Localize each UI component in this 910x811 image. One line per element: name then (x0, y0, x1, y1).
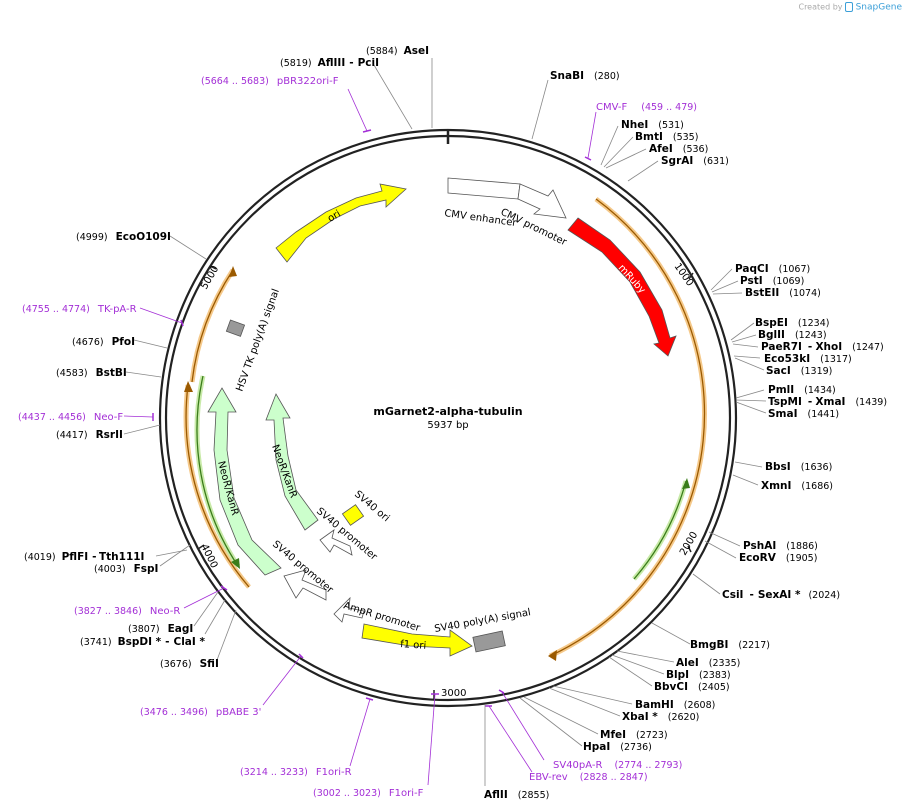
enzyme-csii-sexai: CsiI-SexAI *(2024) (722, 589, 840, 601)
watermark-created-by: Created by (798, 2, 843, 12)
plasmid-length: 5937 bp (427, 420, 468, 431)
primer-f1ori-f: (3002 .. 3023)F1ori-F (313, 788, 424, 799)
enzyme-bglii: BglII(1243) (758, 329, 827, 341)
enzyme-fspi: (4003)FspI (94, 563, 158, 575)
snapgene-logo-icon (845, 2, 854, 12)
enzyme-pfoi: (4676)PfoI (72, 336, 135, 348)
enzyme-sfii: (3676)SfiI (160, 658, 219, 670)
feature-f1-ori (361, 623, 473, 657)
watermark-brand: SnapGene (855, 2, 902, 13)
feature-neor-outer (207, 387, 282, 576)
primer-cmv-f: CMV-F(459 .. 479) (596, 102, 697, 113)
enzyme-tspmi-xmai: TspMI-XmaI(1439) (768, 396, 887, 408)
enzyme-pshai: PshAI(1886) (743, 540, 818, 552)
watermark: Created by SnapGene (798, 2, 902, 13)
feature-sv40-promoter-inner (319, 529, 353, 556)
enzyme-blpi: BlpI(2383) (666, 669, 731, 681)
enzyme-snabi: SnaBI(280) (550, 70, 620, 82)
enzyme-sgrai: SgrAI(631) (661, 155, 729, 167)
enzyme-alei: AleI(2335) (676, 657, 740, 669)
primer-pbr322ori-f: (5664 .. 5683)pBR322ori-F (201, 76, 339, 87)
feature-label-f1-ori: f1 ori (400, 639, 427, 652)
primer-pbabe3: (3476 .. 3496)pBABE 3' (140, 707, 261, 718)
feature-label-hsv-tk: HSV TK poly(A) signal (234, 287, 281, 393)
feature-ori (275, 183, 407, 263)
enzyme-bamhi: BamHI(2608) (635, 699, 715, 711)
enzyme-ecoo109i: (4999)EcoO109I (76, 231, 171, 243)
primer-sv40pa-r: SV40pA-R(2774 .. 2793) (553, 760, 682, 771)
enzyme-bsteii: BstEII(1074) (745, 287, 821, 299)
enzyme-aflii: AflII(2855) (484, 789, 549, 801)
primer-labels: (5664 .. 5683)pBR322ori-F CMV-F(459 .. 4… (18, 76, 697, 799)
enzyme-rsrii: (4417)RsrII (56, 429, 123, 441)
enzyme-bmti: BmtI(535) (635, 131, 698, 143)
feature-neor-inner (265, 393, 319, 531)
feature-sv40-ori-box (341, 504, 365, 526)
feature-sv40-polya-box (472, 630, 506, 653)
enzyme-labels: (5884)AseI (5819)AflIII-PciI SnaBI(280) … (24, 45, 887, 801)
feature-label-sv40-polya: SV40 poly(A) signal (434, 607, 532, 635)
primer-neo-r: (3827 .. 3846)Neo-R (74, 606, 180, 617)
orf-arrow-right (548, 650, 557, 661)
enzyme-bspdi-clai: (3741)BspDI *-ClaI * (80, 636, 205, 648)
plasmid-name: mGarnet2-alpha-tubulin (373, 405, 522, 418)
enzyme-mfei: MfeI(2723) (600, 729, 668, 741)
enzyme-saci: SacI(1319) (766, 365, 832, 377)
position-ticks: 1000 2000 3000 4000 5000 (197, 261, 700, 700)
primer-tk-pa-r: (4755 .. 4774)TK-pA-R (22, 304, 137, 315)
enzyme-bmgbi: BmgBI(2217) (690, 639, 770, 651)
leader-lines (123, 58, 767, 786)
enzyme-asei: (5884)AseI (366, 45, 429, 57)
enzyme-nhei: NheI(531) (621, 119, 684, 131)
feature-sv40-promoter-outer (283, 569, 327, 601)
feature-hsv-tk-polya-box (225, 319, 246, 337)
enzyme-eagi: (3807)EagI (128, 623, 193, 635)
enzyme-bbsi: BbsI(1636) (765, 461, 832, 473)
feature-cmv-promoter (517, 183, 567, 219)
enzyme-paer7i-xhoi: PaeR7I-XhoI(1247) (761, 341, 884, 353)
enzyme-xmni: XmnI(1686) (761, 480, 833, 492)
enzyme-afei: AfeI(536) (649, 143, 708, 155)
enzyme-xbai: XbaI *(2620) (622, 711, 699, 723)
feature-cmv-enhancer (447, 177, 521, 200)
tick-3000: 3000 (441, 688, 466, 699)
primer-neo-f: (4437 .. 4456)Neo-F (18, 412, 123, 423)
primer-ebv-rev: EBV-rev(2828 .. 2847) (529, 772, 648, 783)
enzyme-bspei: BspEI(1234) (755, 317, 829, 329)
primer-leader-lines (123, 88, 597, 786)
tick-2000: 2000 (678, 530, 700, 558)
enzyme-pflfi-tth111i: (4019)PflFI-Tth111I (24, 551, 144, 563)
enzyme-eco53ki: Eco53kI(1317) (764, 353, 852, 365)
enzyme-smai: SmaI(1441) (768, 408, 839, 420)
enzyme-bbvci: BbvCI(2405) (654, 681, 730, 693)
primer-f1ori-r: (3214 .. 3233)F1ori-R (240, 767, 352, 778)
enzyme-hpai: HpaI(2736) (583, 741, 652, 753)
enzyme-pmli: PmlI(1434) (768, 384, 836, 396)
orf-arcs (183, 196, 707, 661)
enzyme-ecorv: EcoRV(1905) (739, 552, 817, 564)
enzyme-paqci: PaqCI(1067) (735, 263, 810, 275)
enzyme-psti: PstI(1069) (740, 275, 804, 287)
enzyme-bstbi: (4583)BstBI (56, 367, 127, 379)
feature-mruby (567, 217, 677, 357)
feature-ampr-promoter (333, 596, 365, 623)
backbone (158, 128, 738, 708)
enzyme-afliii-pcii: (5819)AflIII-PciI (280, 57, 379, 69)
